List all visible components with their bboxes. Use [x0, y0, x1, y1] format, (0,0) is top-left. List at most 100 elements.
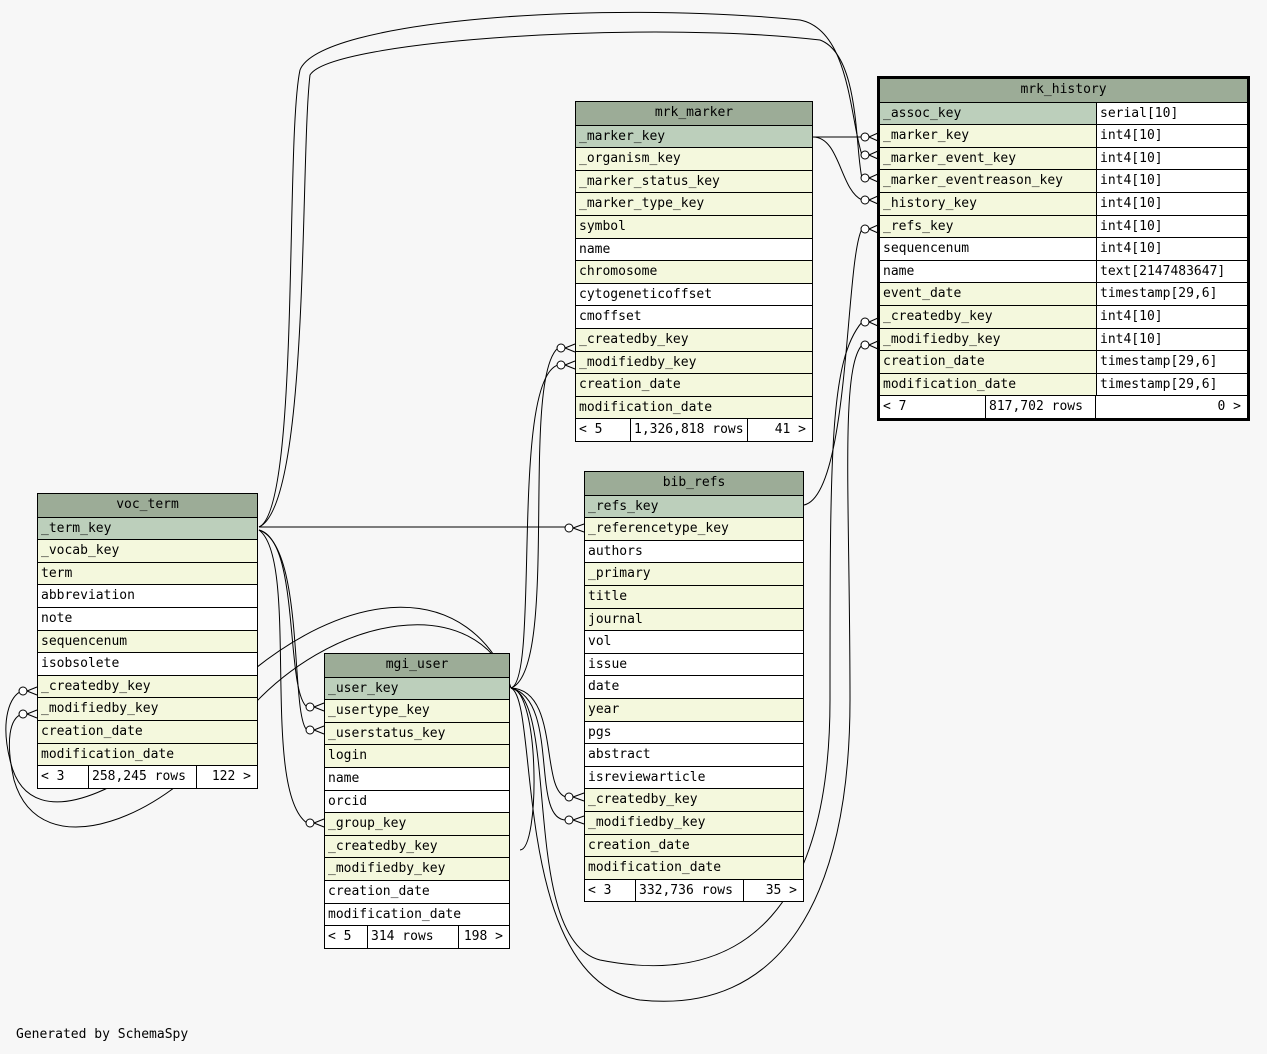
table-column-row[interactable]: isreviewarticle	[585, 765, 803, 789]
table-column-row[interactable]: modification_date	[325, 902, 509, 926]
table-column-row[interactable]: pgs	[585, 720, 803, 744]
table-column-row[interactable]: creation_date	[325, 879, 509, 903]
table-column-row[interactable]: isobsolete	[38, 652, 257, 675]
table-column-row[interactable]: vol	[585, 630, 803, 653]
footer-parents-link[interactable]: < 3	[585, 879, 636, 902]
table-column-row[interactable]: _user_key	[325, 676, 509, 700]
column-name: creation_date	[41, 723, 143, 739]
table-column-row[interactable]: login	[325, 744, 509, 767]
table-column-row[interactable]: year	[585, 697, 803, 721]
table-title[interactable]: mgi_user	[325, 654, 509, 677]
column-name: creation_date	[328, 883, 430, 899]
edge-refs-to-history-refs-key	[803, 228, 863, 506]
table-column-row[interactable]: creation_date	[576, 373, 812, 396]
table-title[interactable]: mrk_marker	[576, 102, 812, 125]
edge-end-marker	[305, 702, 315, 712]
table-column-row[interactable]: orcid	[325, 789, 509, 813]
table-mrk-marker[interactable]: mrk_marker_marker_key_organism_key_marke…	[575, 101, 813, 442]
table-column-row[interactable]: creation_date	[585, 833, 803, 857]
footer-parents-link[interactable]: < 5	[576, 419, 631, 441]
footer-row-count: 314 rows	[368, 926, 459, 948]
table-column-row[interactable]: creation_date	[38, 719, 257, 743]
table-column-row[interactable]: _modifiedby_key	[38, 697, 257, 720]
table-column-row[interactable]: date	[585, 675, 803, 698]
crowfoot	[313, 702, 325, 712]
table-column-row[interactable]: _referencetype_key	[585, 517, 803, 540]
table-column-row[interactable]: _createdby_key	[38, 674, 257, 698]
table-column-row[interactable]: note	[38, 606, 257, 630]
footer-parents-link[interactable]: < 5	[325, 926, 368, 948]
table-column-row[interactable]: _usertype_key	[325, 699, 509, 722]
table-column-row[interactable]: issue	[585, 652, 803, 676]
footer-parents-link[interactable]: < 7	[880, 396, 986, 418]
table-column-row[interactable]: journal	[585, 607, 803, 631]
table-column-row[interactable]: _modifiedby_key	[576, 350, 812, 374]
column-type: int4[10]	[1096, 215, 1247, 238]
footer-children-link[interactable]: 122 >	[211, 769, 251, 785]
table-column-row[interactable]: _vocab_key	[38, 539, 257, 562]
footer-children-link[interactable]: 35 >	[765, 882, 797, 898]
table-column-row[interactable]: _modifiedby_key	[585, 810, 803, 834]
table-column-row[interactable]: _marker_type_key	[576, 192, 812, 215]
column-name: cmoffset	[579, 309, 642, 325]
footer-parents-link[interactable]: < 3	[38, 766, 89, 788]
table-column-row[interactable]: abbreviation	[38, 584, 257, 607]
table-column-row[interactable]: authors	[585, 539, 803, 563]
table-column-row[interactable]: _refs_key	[585, 494, 803, 518]
column-name: title	[588, 588, 628, 604]
table-column-row[interactable]: term	[38, 561, 257, 585]
table-column-row[interactable]: _marker_key	[576, 124, 812, 148]
table-column-row[interactable]: _group_key	[325, 812, 509, 835]
table-column-row[interactable]: symbol	[576, 214, 812, 238]
column-name: _group_key	[328, 816, 407, 832]
column-type: int4[10]	[1096, 328, 1247, 351]
table-column-row[interactable]: sequencenum	[38, 629, 257, 653]
column-name: _marker_key	[579, 128, 666, 144]
table-title[interactable]: mrk_history	[880, 79, 1247, 102]
table-column-row[interactable]: _userstatus_key	[325, 721, 509, 745]
table-column-row[interactable]: modification_date	[38, 742, 257, 766]
footer-children-link[interactable]: 198 >	[463, 929, 503, 945]
table-column-row[interactable]: _modifiedby_key	[325, 857, 509, 880]
table-column-row[interactable]: title	[585, 584, 803, 608]
table-title[interactable]: bib_refs	[585, 472, 803, 495]
table-column-row[interactable]: _createdby_key	[576, 327, 812, 351]
table-mgi-user[interactable]: mgi_user_user_key_usertype_key_userstatu…	[324, 653, 510, 949]
table-title[interactable]: voc_term	[38, 494, 257, 517]
footer-children-link[interactable]: 41 >	[774, 422, 806, 438]
column-type: timestamp[29,6]	[1096, 351, 1247, 373]
table-column-row[interactable]: modification_date	[576, 395, 812, 419]
table-column-row[interactable]: name	[325, 766, 509, 790]
table-column-row[interactable]: _createdby_key	[585, 788, 803, 811]
table-column-row[interactable]: modification_date	[585, 856, 803, 879]
table-column-row[interactable]: _createdby_key	[325, 834, 509, 858]
footer-children-link[interactable]: 0 >	[1217, 399, 1241, 415]
table-column-row[interactable]: _marker_status_key	[576, 169, 812, 193]
column-name: _createdby_key	[588, 792, 698, 808]
table-column-row[interactable]: name	[576, 237, 812, 261]
table-column-row[interactable]: cmoffset	[576, 305, 812, 328]
table-column-row[interactable]: _term_key	[38, 516, 257, 540]
table-column-row[interactable]: cytogeneticoffset	[576, 282, 812, 306]
table-column-row[interactable]: _primary	[585, 562, 803, 585]
table-column-row[interactable]: chromosome	[576, 260, 812, 283]
table-column-row[interactable]: abstract	[585, 743, 803, 766]
table-column-row[interactable]: _organism_key	[576, 147, 812, 170]
